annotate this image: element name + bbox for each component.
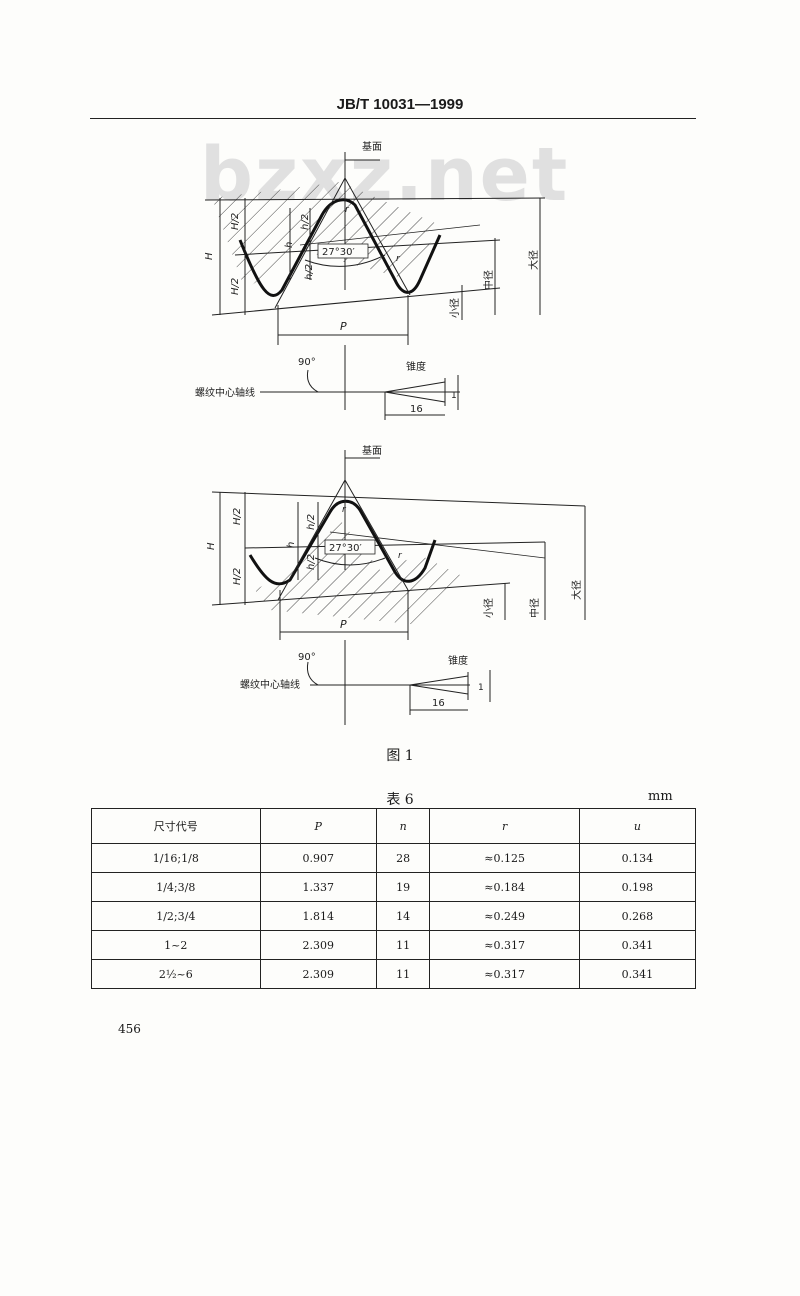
H-half-label-bottom: H/2 xyxy=(232,568,243,585)
taper-label: 锥度 xyxy=(448,654,468,667)
hatched-area xyxy=(255,520,470,625)
pitch-line xyxy=(244,541,546,549)
header-size-code: 尺寸代号 xyxy=(91,808,261,844)
H-half-label-bottom: H/2 xyxy=(230,278,241,295)
cell-size-code: 1/16;1/8 xyxy=(91,843,261,873)
taper-rise-label: 1 xyxy=(451,391,457,401)
right-angle-label: 90° xyxy=(298,652,316,663)
cell-n: 11 xyxy=(375,959,431,989)
r-label-bottom: r xyxy=(396,254,401,264)
major-line xyxy=(211,491,586,507)
table-row: 2½~6 2.309 11 ≈0.317 0.341 xyxy=(91,959,697,989)
cell-P: 2.309 xyxy=(259,959,377,989)
cell-u: 0.341 xyxy=(578,930,697,960)
taper-length-label: 16 xyxy=(410,404,423,415)
axis-label: 螺纹中心轴线 xyxy=(240,678,300,691)
table-row: 1/16;1/8 0.907 28 ≈0.125 0.134 xyxy=(91,843,697,873)
cell-r: ≈0.249 xyxy=(429,901,580,931)
taper-length-label: 16 xyxy=(432,698,445,709)
cell-u: 0.134 xyxy=(578,843,697,873)
H-half-label-top: H/2 xyxy=(232,508,243,525)
header-n: n xyxy=(375,808,431,844)
cell-P: 0.907 xyxy=(259,843,377,873)
r-label-top: r xyxy=(342,505,347,515)
taper-rise-label: 1 xyxy=(478,683,484,693)
h-label: h xyxy=(284,242,295,248)
taper-label: 锥度 xyxy=(406,360,426,373)
cell-size-code: 2½~6 xyxy=(91,959,261,989)
table-unit: mm xyxy=(648,789,673,804)
datum-label: 基面 xyxy=(362,444,382,457)
cell-u: 0.341 xyxy=(578,959,697,989)
cell-P: 2.309 xyxy=(259,930,377,960)
thread-figure-upper: 基面 H H/2 H/2 h h/2 h/2 r r 27°30′ P 小径 中… xyxy=(195,140,546,420)
cell-r: ≈0.184 xyxy=(429,872,580,902)
table-title: 表 6 xyxy=(386,792,414,808)
datum-label: 基面 xyxy=(362,140,382,153)
h-half-label-bottom: h/2 xyxy=(304,264,315,280)
minor-line xyxy=(211,582,511,606)
r-label-top: r xyxy=(345,205,350,215)
H-label: H xyxy=(204,252,215,260)
hatched-area xyxy=(212,182,440,290)
cell-u: 0.198 xyxy=(578,872,697,902)
table-header-row: 尺寸代号 P n r u xyxy=(91,808,697,844)
thread-dimension-table: 尺寸代号 P n r u 1/16;1/8 0.907 28 ≈0.125 0.… xyxy=(91,808,697,989)
axis-label: 螺纹中心轴线 xyxy=(195,386,255,399)
minor-dia-label: 小径 xyxy=(448,298,461,318)
cell-n: 19 xyxy=(375,872,431,902)
major-line xyxy=(204,197,546,201)
thread-profile xyxy=(238,198,442,297)
H-label: H xyxy=(206,542,217,550)
P-label: P xyxy=(340,618,347,631)
cell-r: ≈0.317 xyxy=(429,930,580,960)
header-rule xyxy=(90,118,696,119)
thread-figure-lower: 基面 H H/2 H/2 h h/2 h/2 r r 27°30′ P 小径 中… xyxy=(206,444,586,725)
header-u: u xyxy=(578,808,697,844)
cell-P: 1.814 xyxy=(259,901,377,931)
crest-line xyxy=(299,224,481,246)
cell-size-code: 1/4;3/8 xyxy=(91,872,261,902)
table-row: 1~2 2.309 11 ≈0.317 0.341 xyxy=(91,930,697,960)
cell-n: 11 xyxy=(375,930,431,960)
thread-profile xyxy=(248,499,437,586)
root-line xyxy=(329,531,546,559)
cell-size-code: 1/2;3/4 xyxy=(91,901,261,931)
table-row: 1/4;3/8 1.337 19 ≈0.184 0.198 xyxy=(91,872,697,902)
angle-label: 27°30′ xyxy=(322,247,355,258)
h-half-label-top: h/2 xyxy=(306,514,317,530)
cell-n: 14 xyxy=(375,901,431,931)
cell-u: 0.268 xyxy=(578,901,697,931)
table-row: 1/2;3/4 1.814 14 ≈0.249 0.268 xyxy=(91,901,697,931)
figure-caption: 图 1 xyxy=(386,748,414,764)
cell-r: ≈0.317 xyxy=(429,959,580,989)
h-half-label-top: h/2 xyxy=(300,214,311,230)
r-label-bottom: r xyxy=(398,551,403,561)
minor-line xyxy=(211,287,501,316)
pitch-dia-label: 中径 xyxy=(528,598,541,618)
minor-dia-label: 小径 xyxy=(482,598,495,618)
angle-label: 27°30′ xyxy=(329,543,362,554)
page-number: 456 xyxy=(118,1022,141,1036)
header-P: P xyxy=(259,808,377,844)
h-half-label-bottom: h/2 xyxy=(306,554,317,570)
right-angle-label: 90° xyxy=(298,357,316,368)
H-half-label-top: H/2 xyxy=(230,213,241,230)
cell-size-code: 1~2 xyxy=(91,930,261,960)
cell-r: ≈0.125 xyxy=(429,843,580,873)
header-r: r xyxy=(429,808,580,844)
major-dia-label: 大径 xyxy=(527,250,540,270)
pitch-dia-label: 中径 xyxy=(482,270,495,290)
major-dia-label: 大径 xyxy=(570,580,583,600)
cell-n: 28 xyxy=(375,843,431,873)
P-label: P xyxy=(340,320,347,333)
page-header: JB/T 10031—1999 xyxy=(336,96,464,113)
h-label: h xyxy=(286,542,297,548)
cell-P: 1.337 xyxy=(259,872,377,902)
